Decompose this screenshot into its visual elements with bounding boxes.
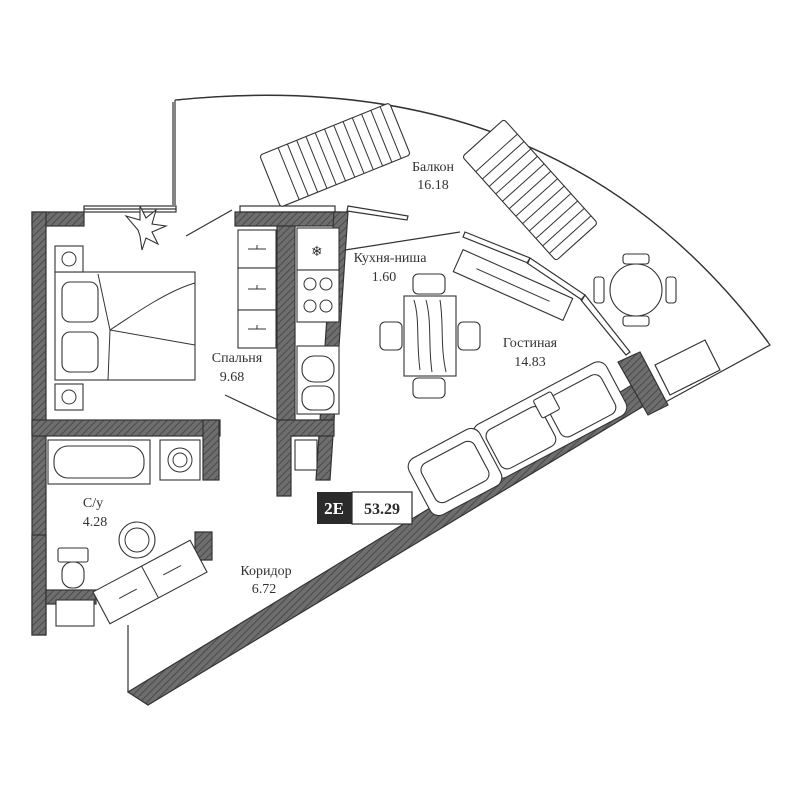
kitchen-area: 1.60	[372, 270, 397, 285]
snowflake-icon: ❄	[311, 245, 323, 260]
double-bed	[54, 271, 196, 381]
armchair	[407, 427, 503, 517]
living-area: 14.83	[514, 355, 546, 370]
wardrobe	[237, 229, 277, 349]
bathtub	[47, 439, 151, 485]
apartment-total-area: 53.29	[364, 501, 400, 518]
small-shaft-inner	[55, 439, 318, 627]
balcony-round-table	[593, 253, 677, 327]
toilet	[57, 547, 89, 589]
nightstand-top	[54, 245, 84, 273]
bathroom-area: 4.28	[83, 515, 108, 530]
door-line	[224, 394, 279, 421]
sink	[118, 521, 156, 559]
bedroom-label: Спальня	[212, 351, 263, 366]
sunbed-right	[463, 119, 597, 261]
balcony-area: 16.18	[417, 178, 449, 193]
kitchen-label: Кухня-ниша	[354, 251, 428, 266]
sofa	[472, 361, 628, 479]
apartment-type: 2E	[324, 499, 344, 518]
bathroom-label: С/у	[83, 496, 103, 511]
hallway-cabinet	[92, 539, 208, 625]
living-label: Гостиная	[503, 336, 558, 351]
apartment-badge: 2E 53.29	[317, 491, 413, 525]
balcony-label: Балкон	[412, 160, 454, 175]
washing-machine	[159, 439, 201, 481]
kitchen-unit	[296, 227, 340, 415]
sunbed-left	[259, 103, 411, 207]
windows	[83, 205, 721, 396]
nightstand-bottom	[54, 383, 84, 411]
hallway-area: 6.72	[252, 582, 277, 597]
partition-line	[185, 209, 233, 237]
partition-line-2	[344, 231, 461, 251]
tv-console	[452, 248, 574, 322]
bedroom-area: 9.68	[220, 370, 245, 385]
bedroom-plant	[124, 205, 169, 251]
dining-table	[379, 273, 481, 399]
hallway-label: Коридор	[240, 564, 291, 579]
